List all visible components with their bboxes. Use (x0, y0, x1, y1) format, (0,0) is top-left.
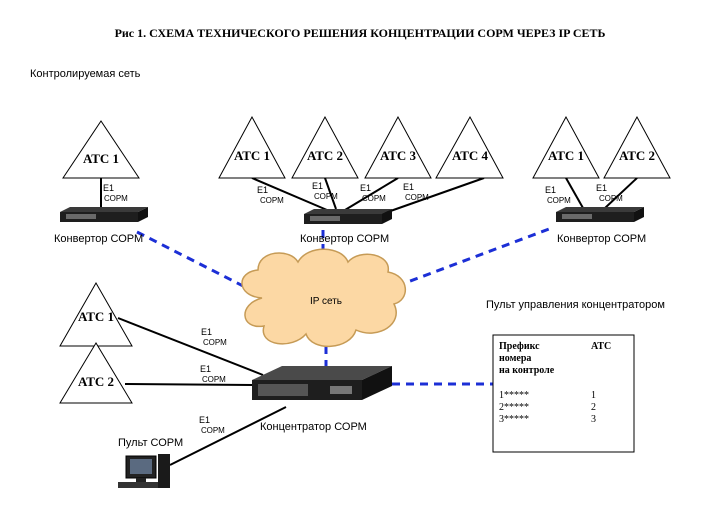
svg-text:E1: E1 (312, 181, 323, 191)
svg-text:1: 1 (591, 390, 596, 401)
diagram-title: Рис 1. СХЕМА ТЕХНИЧЕСКОГО РЕШЕНИЯ КОНЦЕН… (115, 26, 606, 40)
converter-device-left (60, 207, 148, 222)
svg-text:E1: E1 (199, 415, 210, 425)
svg-text:Префикс: Префикс (499, 341, 540, 352)
ip-network-cloud (241, 248, 406, 348)
atc-label-conc-1: АТС 1 (78, 309, 114, 324)
atc-triangle-right-1 (532, 115, 600, 179)
converter-device-mid (304, 209, 392, 224)
svg-text:СОРМ: СОРМ (405, 193, 429, 202)
atc-label-conc-2: АТС 2 (78, 374, 114, 389)
svg-text:2*****: 2***** (499, 402, 529, 413)
converter-label-right: Конвертор СОРМ (557, 233, 646, 245)
computer-icon (118, 454, 170, 488)
svg-text:E1: E1 (596, 183, 607, 193)
svg-text:СОРМ: СОРМ (104, 194, 128, 203)
svg-text:E1: E1 (103, 183, 114, 193)
ip-network-label: IP сеть (310, 296, 342, 307)
svg-text:СОРМ: СОРМ (202, 375, 226, 384)
atc-label-mid-4: АТС 4 (452, 148, 489, 163)
svg-text:СОРМ: СОРМ (547, 196, 571, 205)
control-panel-table: Префикс номера на контроле АТС 1***** 1 … (499, 341, 611, 425)
atc-triangle-mid-3 (364, 115, 432, 179)
svg-text:E1: E1 (545, 185, 556, 195)
atc-triangle-mid-1 (218, 115, 286, 179)
atc-triangle-mid-4 (435, 115, 504, 179)
svg-text:АТС: АТС (591, 341, 611, 352)
atc-label-left-1: АТС 1 (83, 151, 119, 166)
svg-text:СОРМ: СОРМ (201, 426, 225, 435)
atc-label-right-1: АТС 1 (548, 148, 584, 163)
control-panel-box (492, 334, 635, 453)
atc-label-mid-3: АТС 3 (380, 148, 417, 163)
svg-text:на контроле: на контроле (499, 365, 555, 376)
svg-text:СОРМ: СОРМ (362, 194, 386, 203)
svg-text:СОРМ: СОРМ (599, 194, 623, 203)
solid-links (100, 177, 638, 466)
converter-label-mid: Конвертор СОРМ (300, 233, 389, 245)
atc-label-mid-2: АТС 2 (307, 148, 343, 163)
control-panel-title: Пульт управления концентратором (486, 299, 665, 311)
concentrator-label: Концентратор СОРМ (260, 421, 367, 433)
atc-triangle-mid-2 (291, 115, 359, 179)
svg-text:E1: E1 (257, 185, 268, 195)
svg-text:СОРМ: СОРМ (203, 338, 227, 347)
converter-label-left: Конвертор СОРМ (54, 233, 143, 245)
monitored-network-label: Контролируемая сеть (30, 68, 141, 80)
svg-text:3: 3 (591, 414, 596, 425)
svg-text:E1: E1 (200, 364, 211, 374)
concentrator-device (252, 366, 392, 400)
atc-triangle-right-2 (603, 115, 671, 179)
svg-text:E1: E1 (201, 327, 212, 337)
atc-label-right-2: АТС 2 (619, 148, 655, 163)
atc-triangle-conc-2 (59, 342, 133, 404)
svg-text:E1: E1 (403, 182, 414, 192)
sorm-console-label: Пульт СОРМ (118, 437, 183, 449)
svg-text:СОРМ: СОРМ (260, 196, 284, 205)
atc-label-mid-1: АТС 1 (234, 148, 270, 163)
converter-device-right (556, 207, 644, 222)
svg-text:3*****: 3***** (499, 414, 529, 425)
atc-triangle-left-1 (62, 120, 140, 179)
svg-text:E1: E1 (360, 183, 371, 193)
svg-text:2: 2 (591, 402, 596, 413)
svg-text:СОРМ: СОРМ (314, 192, 338, 201)
svg-text:номера: номера (499, 353, 531, 364)
svg-text:1*****: 1***** (499, 390, 529, 401)
